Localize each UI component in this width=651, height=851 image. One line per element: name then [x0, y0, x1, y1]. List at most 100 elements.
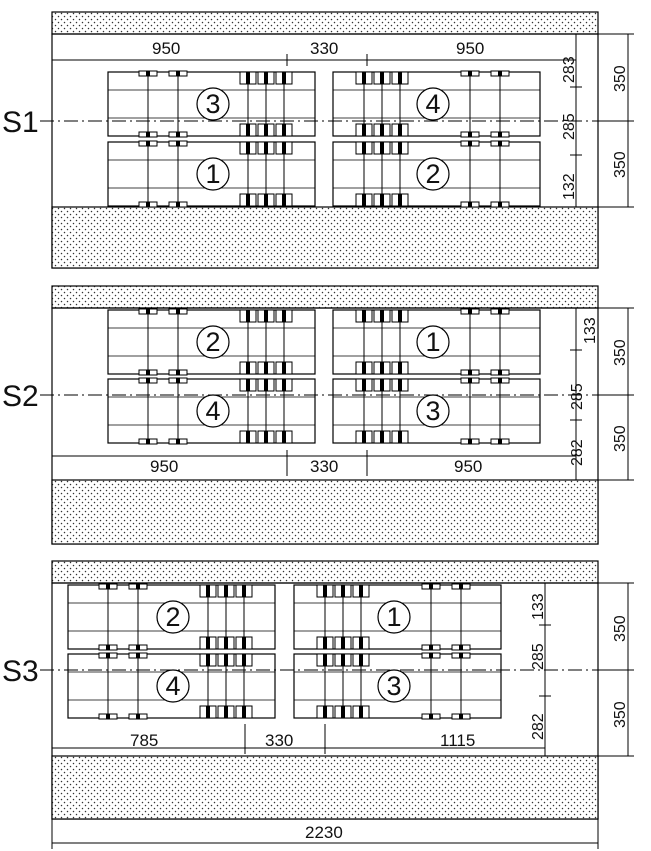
vehicle-number-circle — [416, 87, 450, 121]
wheel-hub — [136, 584, 140, 589]
vehicle-number-circle — [156, 669, 190, 703]
sidewalk-bottom — [51, 755, 599, 820]
vehicle-outline — [293, 584, 502, 650]
wheel-hub — [176, 309, 180, 314]
vehicle: 3 — [107, 70, 316, 138]
wheel-hub — [459, 714, 463, 719]
vehicle-outline — [107, 378, 316, 444]
wheel-hub — [380, 310, 384, 322]
wheel-hub — [206, 654, 210, 666]
wheel-hub — [498, 71, 502, 76]
wheel-hub — [264, 379, 268, 391]
wheel-hub — [264, 72, 268, 84]
wheel-hub — [246, 124, 250, 136]
section-s3: S3 785 330 1115 133 285 282 350 350 2 1 … — [2, 560, 634, 820]
wheel-hub — [206, 585, 210, 597]
wheel-hub — [498, 132, 502, 137]
vehicle-number-circle — [196, 87, 230, 121]
wheel-hub — [282, 431, 286, 443]
wheel-hub — [362, 310, 366, 322]
wheel-hub — [176, 202, 180, 207]
wheel-hub — [246, 142, 250, 154]
vehicle: 1 — [332, 308, 541, 376]
dim-label: 350 — [612, 339, 629, 366]
wheel-hub — [136, 653, 140, 658]
wheel-hub — [380, 194, 384, 206]
wheel-hub — [429, 584, 433, 589]
wheel-hub — [242, 637, 246, 649]
vehicle-number-circle — [377, 600, 411, 634]
wheel-hub — [468, 202, 472, 207]
wheel-hub — [362, 72, 366, 84]
wheel-hub — [224, 706, 228, 718]
wheel-hub — [242, 654, 246, 666]
vehicle: 4 — [107, 377, 316, 445]
wheel-hub — [282, 194, 286, 206]
wheel-hub — [398, 142, 402, 154]
wheel-hub — [398, 379, 402, 391]
wheel-hub — [176, 378, 180, 383]
wheel-hub — [398, 124, 402, 136]
wheel-hub — [146, 370, 150, 375]
vehicle-number-circle — [156, 600, 190, 634]
wheel-hub — [459, 584, 463, 589]
wheel-hub — [359, 654, 363, 666]
wheel-hub — [398, 72, 402, 84]
wheel-hub — [264, 194, 268, 206]
wheel-hub — [146, 141, 150, 146]
dim-label: 285 — [561, 113, 578, 140]
wheel-hub — [136, 714, 140, 719]
section-s2: S2 950 330 950 133 285 282 350 350 2 1 4… — [2, 285, 634, 545]
wheel-hub — [246, 362, 250, 374]
sidewalk-bottom — [51, 206, 599, 269]
wheel-hub — [264, 310, 268, 322]
dim-label: 785 — [130, 731, 158, 750]
vehicle-outline — [332, 309, 541, 375]
wheel-hub — [146, 439, 150, 444]
vehicle-number: 1 — [205, 159, 220, 189]
wheel-hub — [359, 706, 363, 718]
vehicle: 4 — [332, 70, 541, 138]
wheel-hub — [498, 439, 502, 444]
wheel-hub — [468, 71, 472, 76]
wheel-hub — [459, 645, 463, 650]
wheel-hub — [362, 194, 366, 206]
wheel-hub — [224, 585, 228, 597]
wheel-hub — [362, 431, 366, 443]
wheel-hub — [341, 637, 345, 649]
wheel-hub — [176, 71, 180, 76]
vehicle-outline — [332, 141, 541, 207]
wheel-hub — [498, 141, 502, 146]
dim-label: 350 — [612, 615, 629, 642]
vehicle-outline — [107, 71, 316, 137]
wheel-hub — [362, 379, 366, 391]
dim-label: 283 — [561, 56, 578, 83]
vehicle-number-circle — [416, 394, 450, 428]
wheel-hub — [323, 706, 327, 718]
vehicle-number-circle — [377, 669, 411, 703]
vehicle-number: 4 — [165, 671, 180, 701]
vehicle-number: 2 — [165, 602, 180, 632]
wheel-hub — [459, 653, 463, 658]
section-s1: S1 950 330 950 283 285 132 350 350 3 4 1… — [2, 11, 634, 269]
dim-label: 350 — [612, 425, 629, 452]
vehicle-number: 3 — [425, 396, 440, 426]
wheel-hub — [359, 585, 363, 597]
vehicle-outline — [293, 653, 502, 719]
wheel-hub — [282, 362, 286, 374]
vehicle: 1 — [293, 583, 502, 651]
wheel-hub — [146, 202, 150, 207]
vehicle: 3 — [293, 652, 502, 720]
wheel-hub — [468, 141, 472, 146]
wheel-hub — [206, 706, 210, 718]
dim-label: 2230 — [305, 823, 343, 842]
wheel-hub — [224, 637, 228, 649]
wheel-hub — [362, 124, 366, 136]
section-label: S3 — [2, 655, 39, 688]
wheel-hub — [380, 379, 384, 391]
vehicle-number: 4 — [425, 89, 440, 119]
vehicle-number: 3 — [205, 89, 220, 119]
wheel-hub — [146, 71, 150, 76]
dim-label: 950 — [454, 457, 482, 476]
wheel-hub — [242, 585, 246, 597]
